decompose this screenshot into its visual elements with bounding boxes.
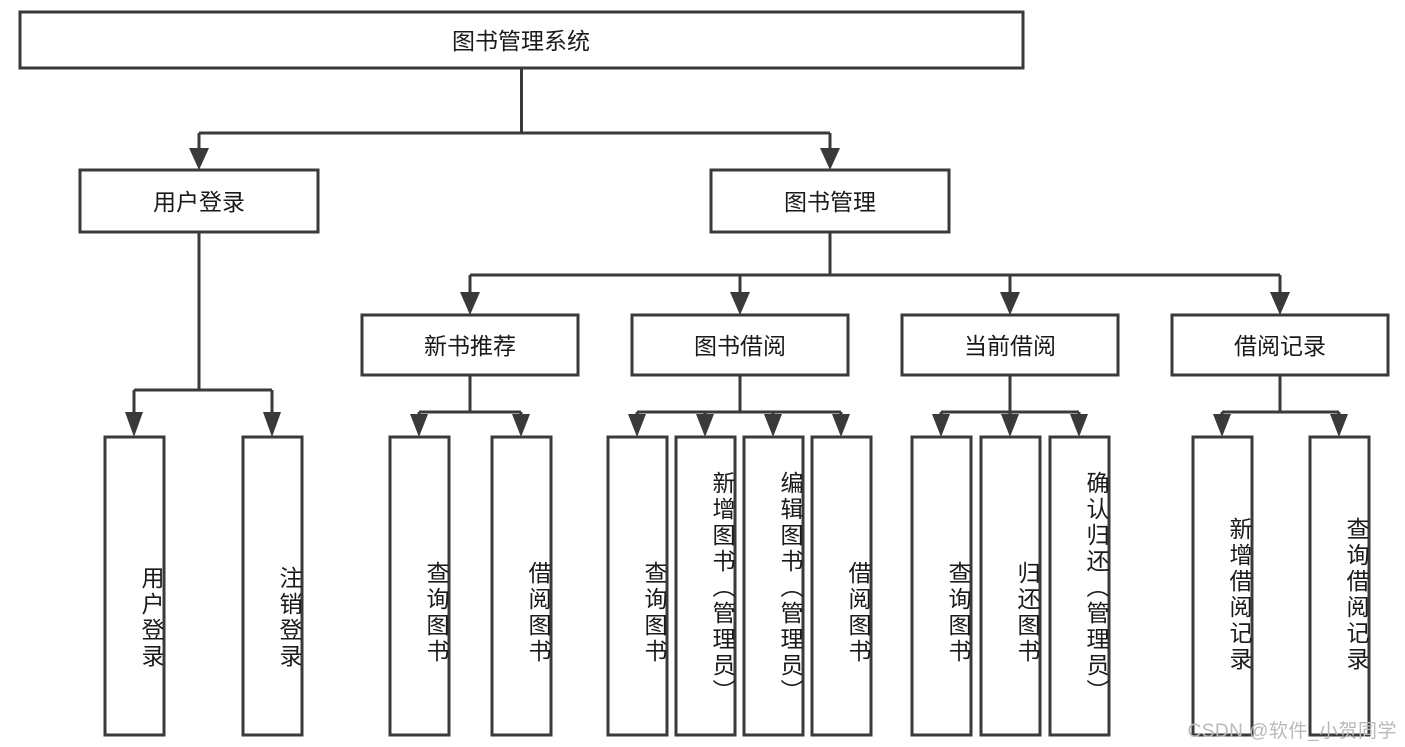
node-current-borrow-label: 当前借阅 (964, 333, 1056, 359)
leaf-box-current-borrow-2[interactable] (1048, 435, 1111, 737)
connector-currentborrow-to-leaves (932, 375, 1088, 437)
arrow-head-icon (1213, 414, 1231, 437)
node-user-login[interactable]: 用户登录 (78, 168, 320, 234)
arrow-head-icon (512, 414, 530, 437)
connector-root-to-level2 (189, 68, 840, 170)
leaf-box-book-borrow-3[interactable] (810, 435, 873, 737)
connector-userlogin-to-leaves (125, 232, 281, 437)
connector-bookmgmt-to-level3 (460, 232, 1290, 315)
node-new-book-recommend-label: 新书推荐 (424, 333, 516, 359)
arrow-head-icon (628, 414, 646, 437)
leaf-box-current-borrow-1[interactable] (979, 435, 1042, 737)
watermark-text: CSDN @软件_小贺同学 (1187, 721, 1397, 742)
node-user-login-label: 用户登录 (153, 189, 245, 215)
leaf-box-user-login-1[interactable] (241, 435, 304, 737)
arrow-head-icon (1270, 292, 1290, 315)
arrow-head-icon (263, 412, 281, 437)
connector-bookborrow-to-leaves (628, 375, 850, 437)
leaf-box-book-borrow-2[interactable] (742, 435, 805, 737)
node-book-management-label: 图书管理 (784, 189, 876, 215)
leaf-box-current-borrow-0[interactable] (910, 435, 973, 737)
arrow-head-icon (1070, 414, 1088, 437)
node-book-management[interactable]: 图书管理 (709, 168, 951, 234)
arrow-head-icon (125, 412, 143, 437)
node-root[interactable]: 图书管理系统 (18, 10, 1025, 70)
leaf-box-new-book-1[interactable] (490, 435, 553, 737)
node-borrow-record-label: 借阅记录 (1234, 333, 1326, 359)
arrow-head-icon (410, 414, 428, 437)
arrow-head-icon (832, 414, 850, 437)
arrow-head-icon (189, 148, 209, 170)
node-book-borrow[interactable]: 图书借阅 (630, 313, 850, 377)
leaf-box-user-login-0[interactable] (103, 435, 166, 737)
connector-newbook-to-leaves (410, 375, 530, 437)
node-book-borrow-label: 图书借阅 (694, 333, 786, 359)
arrow-head-icon (696, 414, 714, 437)
connector-borrowrecord-to-leaves (1213, 375, 1348, 437)
arrow-head-icon (1000, 292, 1020, 315)
arrow-head-icon (1330, 414, 1348, 437)
leaf-box-book-borrow-1[interactable] (674, 435, 737, 737)
node-borrow-record[interactable]: 借阅记录 (1170, 313, 1390, 377)
leaf-box-new-book-0[interactable] (388, 435, 451, 737)
arrow-head-icon (460, 292, 480, 315)
arrow-head-icon (764, 414, 782, 437)
node-new-book-recommend[interactable]: 新书推荐 (360, 313, 580, 377)
arrow-head-icon (1001, 414, 1019, 437)
leaf-box-borrow-record-1[interactable] (1308, 435, 1371, 737)
leaf-box-book-borrow-0[interactable] (606, 435, 669, 737)
arrow-head-icon (932, 414, 950, 437)
arrow-head-icon (820, 148, 840, 170)
node-root-label: 图书管理系统 (452, 28, 590, 54)
leaf-box-borrow-record-0[interactable] (1191, 435, 1254, 737)
node-current-borrow[interactable]: 当前借阅 (900, 313, 1120, 377)
arrow-head-icon (730, 292, 750, 315)
